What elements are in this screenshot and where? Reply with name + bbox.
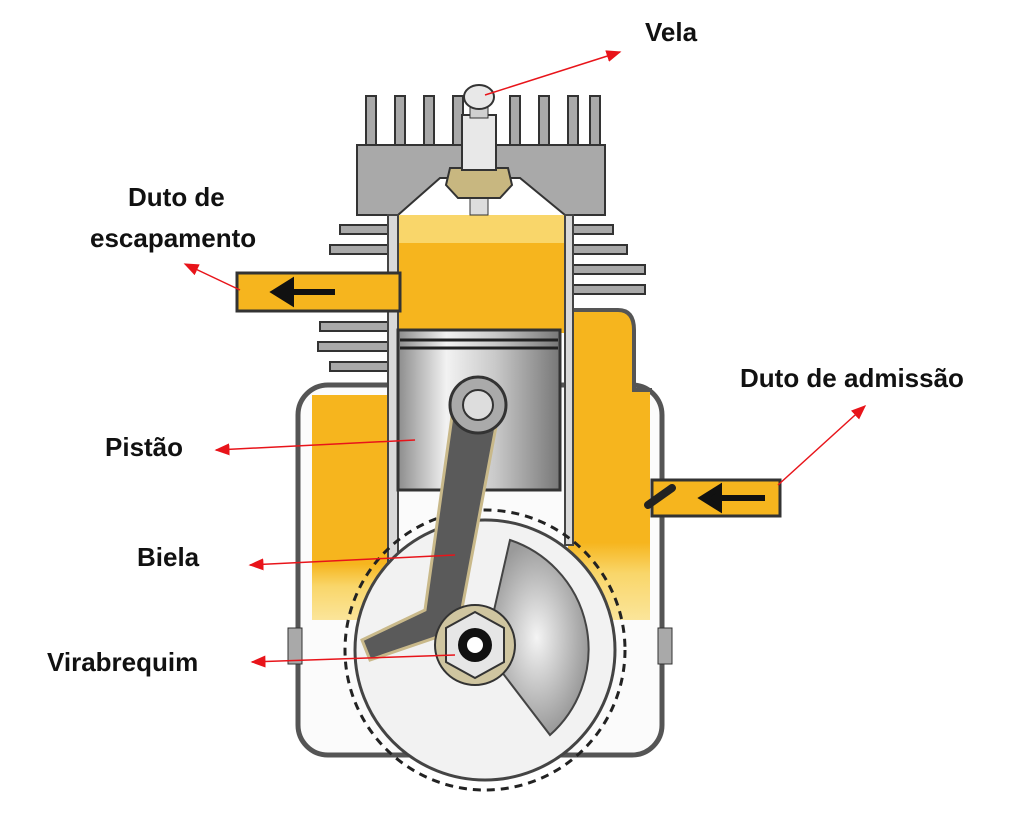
cylinder-head [356, 144, 606, 216]
label-exhaust-line2: escapamento [90, 223, 257, 253]
crank-counterweight [483, 538, 590, 737]
label-intake: Duto de admissão [740, 363, 964, 393]
label-crankshaft: Virabrequim [47, 647, 199, 677]
exhaust-arrow-icon [269, 276, 335, 308]
label-piston: Pistão [105, 432, 184, 462]
transfer-port [568, 310, 650, 620]
label-vela: Vela [645, 17, 698, 47]
pointer-arrows [183, 50, 867, 668]
spark-plug [444, 84, 514, 216]
label-exhaust-line1: Duto de [128, 182, 225, 212]
cooling-fins-top [365, 95, 601, 149]
reed-valve [644, 484, 676, 509]
intake-arrow-icon [697, 482, 765, 514]
exhaust-duct [235, 271, 402, 313]
label-rod: Biela [137, 542, 200, 572]
crankcase-mixture [312, 395, 388, 620]
